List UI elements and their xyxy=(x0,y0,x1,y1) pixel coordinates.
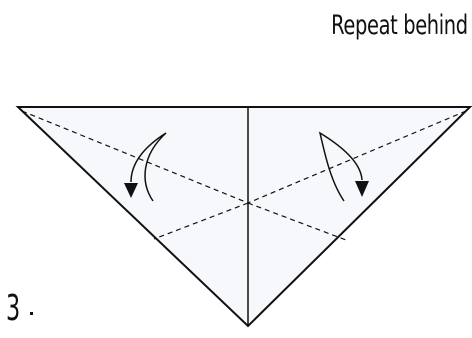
instruction-text: Repeat behind xyxy=(331,10,468,41)
step-number: 3 xyxy=(6,288,21,329)
step-number-dot xyxy=(30,312,33,315)
valley-fold-line-left-lower xyxy=(153,202,249,240)
paper-triangle xyxy=(15,106,472,328)
valley-fold-line-right-upper xyxy=(247,110,467,204)
left-fold-arrow-icon xyxy=(124,132,167,202)
right-fold-arrow-icon xyxy=(318,131,369,202)
valley-fold-line-left-upper xyxy=(21,110,249,204)
